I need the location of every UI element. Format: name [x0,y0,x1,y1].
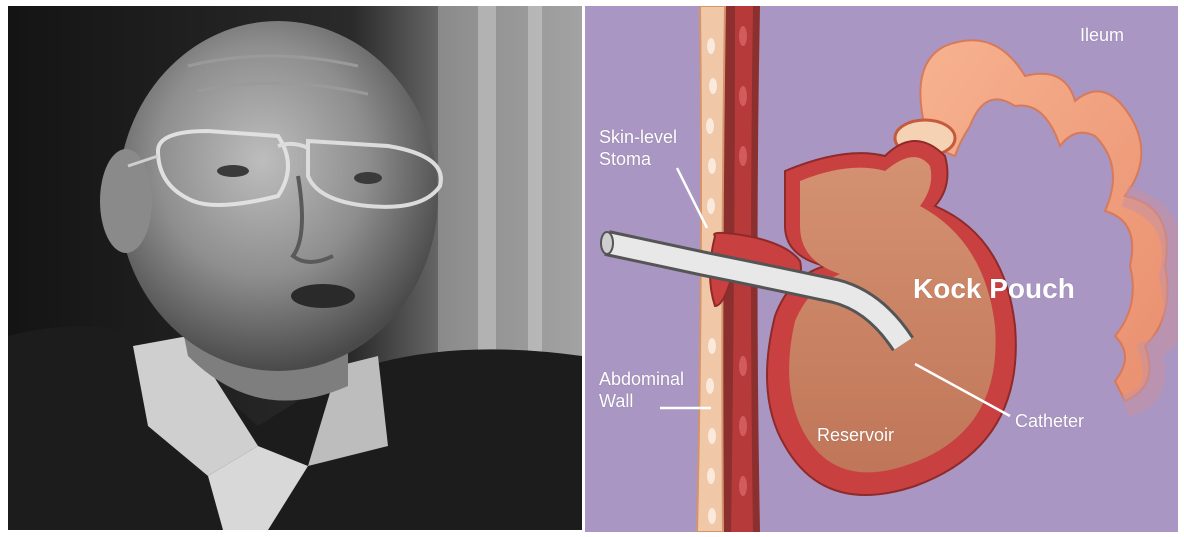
curtain-fold [528,6,542,386]
curtain-fold [478,6,496,386]
label-catheter: Catheter [1015,410,1084,432]
curtain [438,6,582,386]
eye [217,165,249,177]
diagram-illustration [585,6,1178,532]
eye [354,172,382,184]
portrait-illustration [8,6,582,530]
mouth [291,284,355,308]
ear [100,149,152,253]
label-kock-pouch: Kock Pouch [913,274,1075,304]
kock-pouch-diagram: Ileum Skin-level Stoma Kock Pouch Abdomi… [585,6,1178,532]
portrait-photo [8,6,582,530]
label-skin-level-stoma: Skin-level Stoma [599,126,677,170]
catheter-tip [601,232,613,254]
label-ileum: Ileum [1080,24,1124,46]
label-abdominal-wall: Abdominal Wall [599,368,684,412]
label-reservoir: Reservoir [817,424,894,446]
